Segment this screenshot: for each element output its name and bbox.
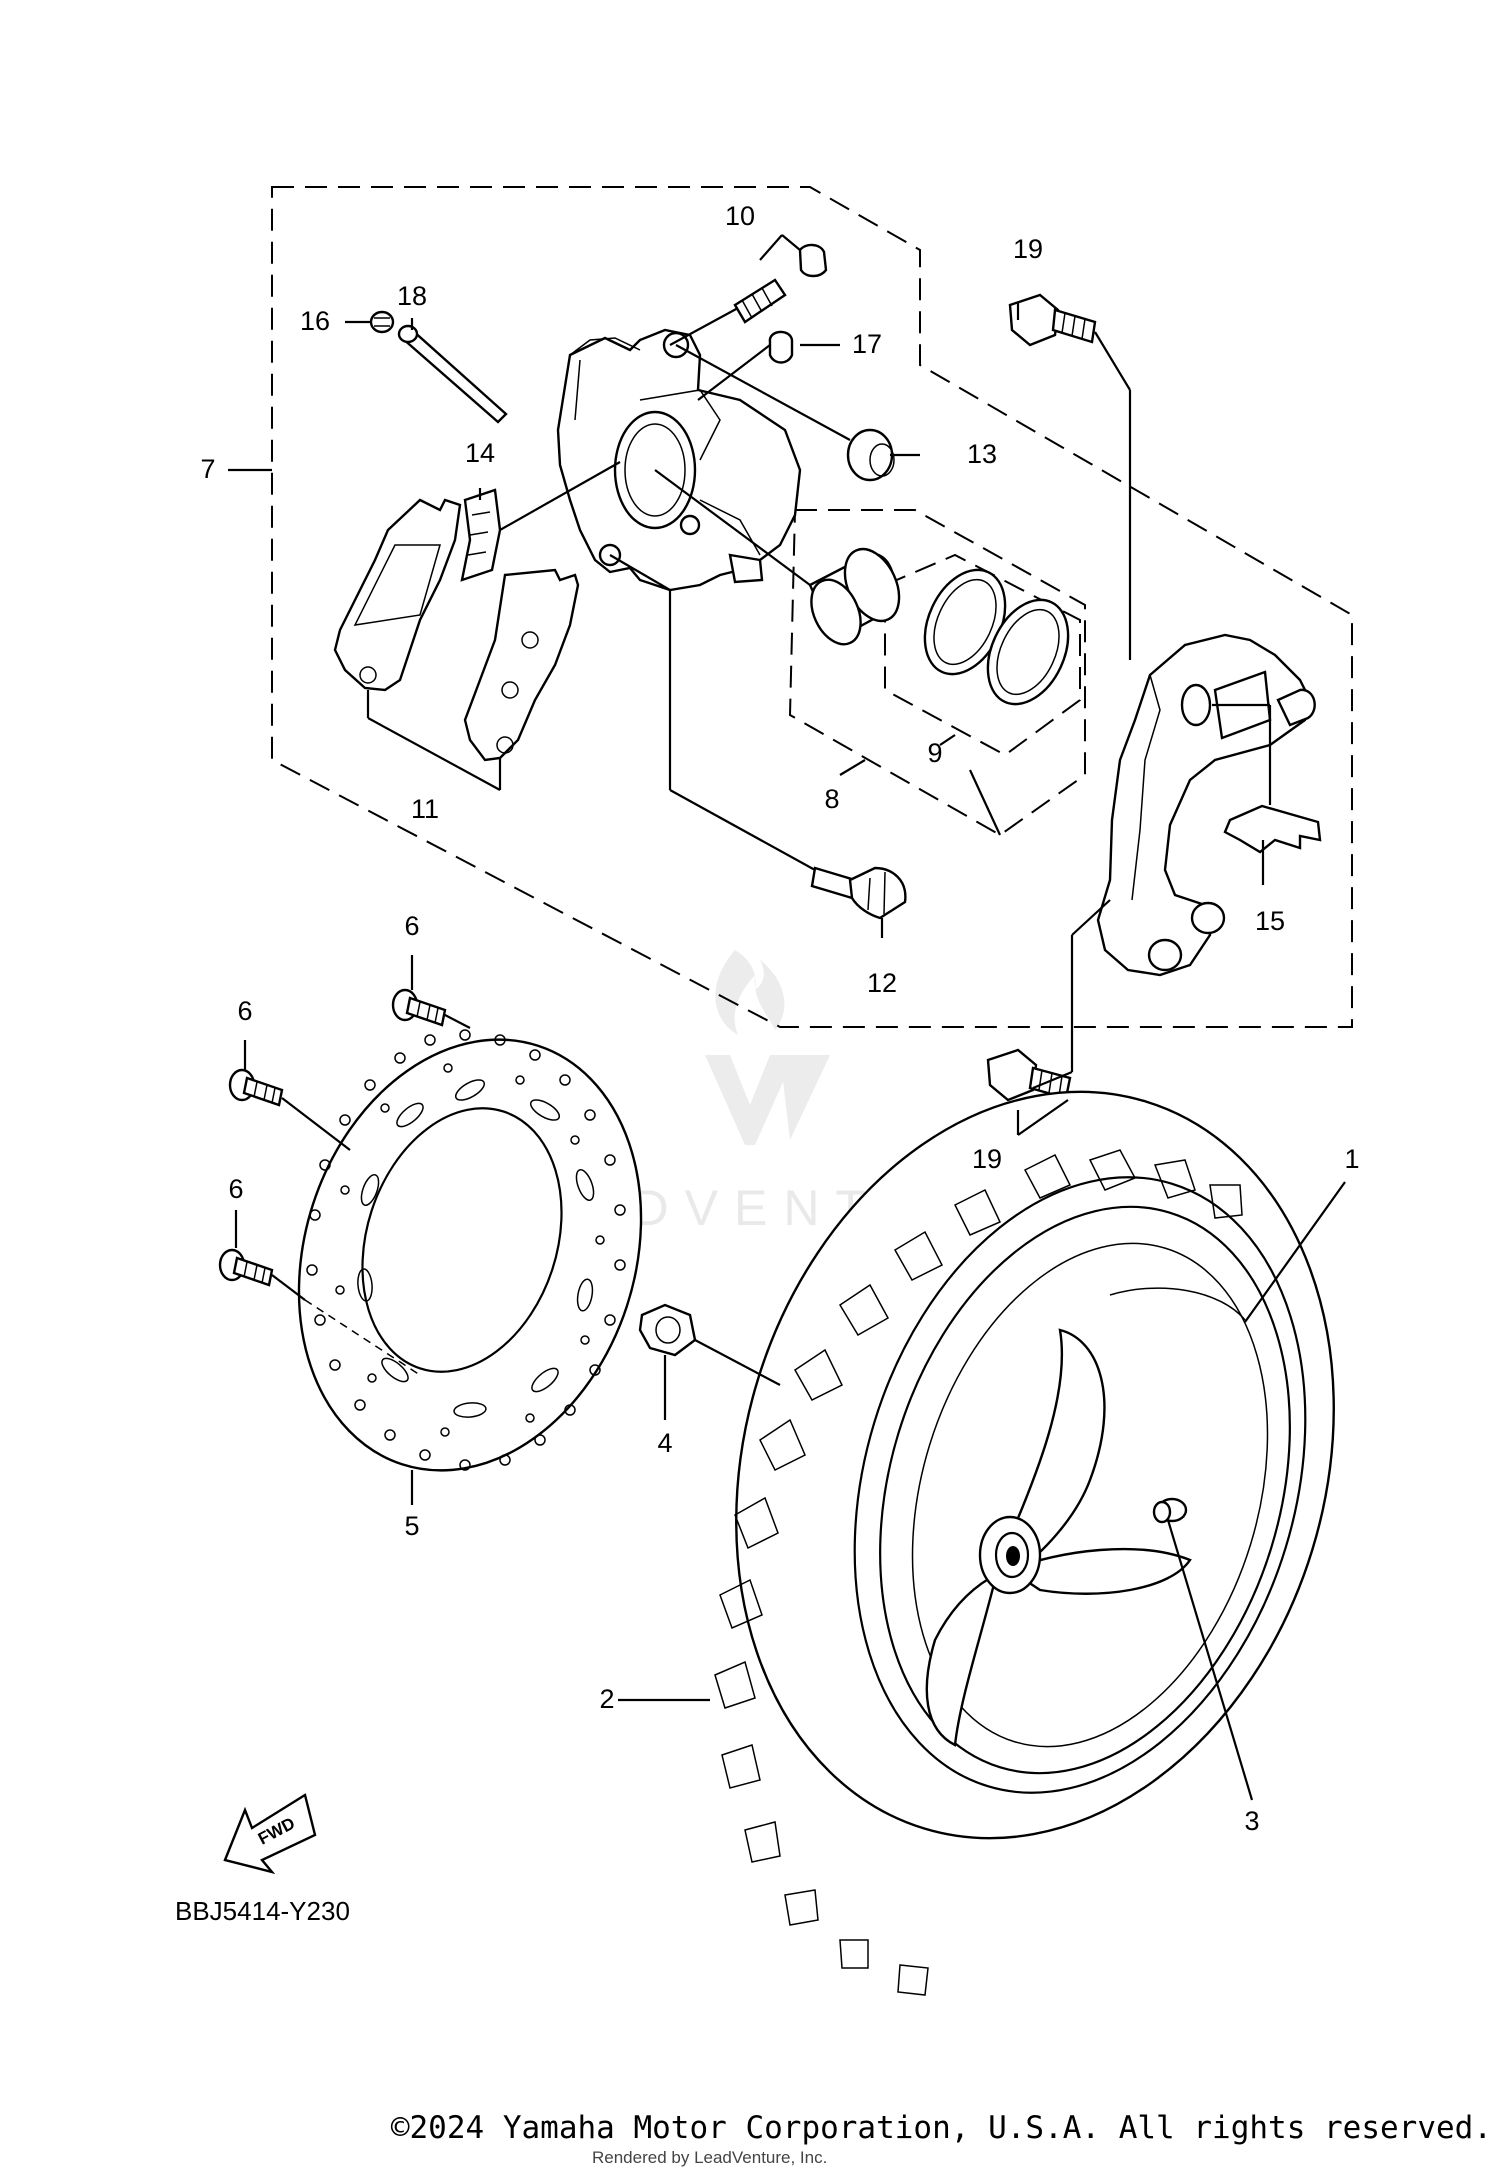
callout-14: 14	[465, 438, 495, 468]
callout-19-bottom: 19	[972, 1144, 1002, 1174]
caliper-assembly-outline	[271, 186, 1353, 1028]
callout-6-middle: 6	[237, 996, 252, 1026]
callout-17: 17	[852, 329, 882, 359]
brake-pad-right	[463, 568, 580, 762]
callout-16: 16	[300, 306, 330, 336]
callout-2: 2	[599, 1684, 614, 1714]
brake-pad-left	[333, 498, 462, 692]
callout-1: 1	[1344, 1144, 1359, 1174]
callout-11: 11	[411, 794, 439, 824]
disc-slots	[357, 1079, 595, 1418]
callout-labels: 1 2 3 4 5 6 6 6 7 8 9 10 11 12 13 14 15 …	[200, 201, 1359, 1836]
callout-15: 15	[1255, 906, 1285, 936]
piston	[808, 547, 901, 646]
callout-19-top: 19	[1013, 234, 1043, 264]
pad-spring	[460, 488, 502, 582]
brake-disc	[297, 1029, 643, 1472]
callout-10: 10	[725, 201, 755, 231]
disc-screw-top	[391, 988, 447, 1027]
disc-vent-holes	[306, 1029, 626, 1471]
bleed-screw	[733, 243, 828, 324]
piston-seal-kit	[923, 568, 1070, 706]
slide-bolt	[810, 866, 907, 920]
watermark-logo-icon	[705, 950, 830, 1145]
caliper-bracket	[1096, 633, 1316, 977]
callout-18: 18	[397, 281, 427, 311]
disc-screw-bottom	[218, 1248, 274, 1287]
bracket-clip	[1223, 804, 1322, 854]
bracket-bolt-lower	[986, 1048, 1072, 1102]
pin-plug	[369, 310, 395, 334]
callout-8: 8	[824, 784, 839, 814]
callout-12: 12	[867, 968, 897, 998]
callout-6-bottom: 6	[228, 1174, 243, 1204]
callout-13: 13	[967, 439, 997, 469]
collar	[846, 428, 895, 482]
callout-3: 3	[1244, 1806, 1259, 1836]
forward-direction-arrow-icon: FWD	[223, 1793, 317, 1875]
wheel-spokes	[925, 1328, 1192, 1747]
callout-4: 4	[657, 1428, 672, 1458]
disc-screw-middle	[228, 1068, 284, 1107]
caliper-boot	[768, 330, 794, 364]
callout-6-top: 6	[404, 911, 419, 941]
front-wheel	[714, 1090, 1335, 1996]
callout-5: 5	[404, 1511, 419, 1541]
drawing-code: BBJ5414-Y230	[175, 1896, 350, 1926]
copyright-notice: ©2024 Yamaha Motor Corporation, U.S.A. A…	[390, 2110, 1492, 2146]
rendered-by-note: Rendered by LeadVenture, Inc.	[592, 2148, 828, 2167]
pad-pin	[397, 324, 508, 424]
tire-valve	[1152, 1497, 1188, 1524]
callout-9: 9	[927, 738, 942, 768]
bracket-bolt-upper	[1008, 293, 1097, 347]
callout-7: 7	[200, 454, 215, 484]
leader-lines	[228, 234, 1346, 1801]
axle-nut	[638, 1303, 697, 1357]
